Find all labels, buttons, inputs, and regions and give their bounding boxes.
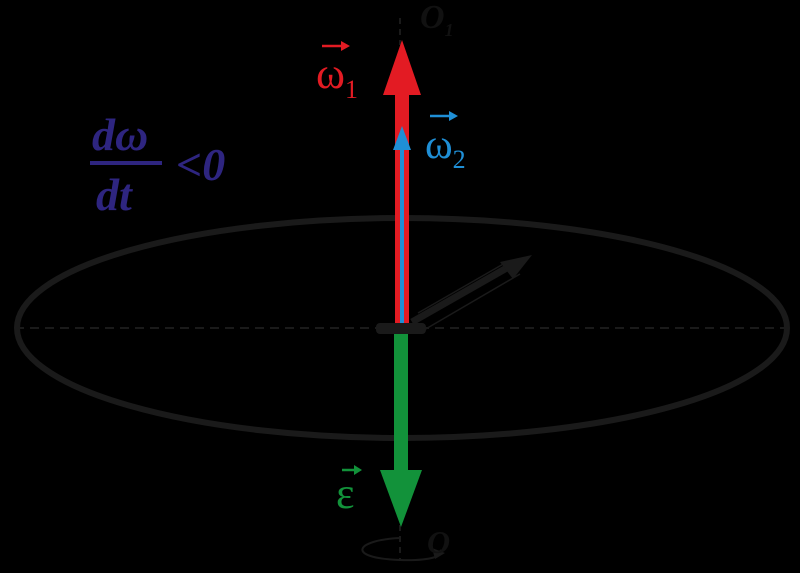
omega2-label: ω2 [425,122,466,174]
epsilon-overarrow-icon [342,465,362,475]
epsilon-label: ε [336,469,354,518]
epsilon-vector-arrow [380,332,422,527]
derivative-denominator: dt [96,169,133,220]
disk-center-marker [376,323,426,334]
radial-direction-arrow [410,255,532,331]
omega2-vector-arrow [393,126,411,332]
derivative-numerator: dω [92,109,148,160]
omega1-overarrow-icon [322,41,350,51]
axis-top-label: O1 [420,0,454,40]
angular-deceleration-formula: dω dt <0 [90,109,225,220]
omega1-label: ω1 [316,49,358,104]
omega2-overarrow-icon [430,111,458,121]
derivative-relation: <0 [176,139,225,190]
axis-bottom-label: O [427,524,450,560]
rotation-direction-icon [361,537,445,562]
